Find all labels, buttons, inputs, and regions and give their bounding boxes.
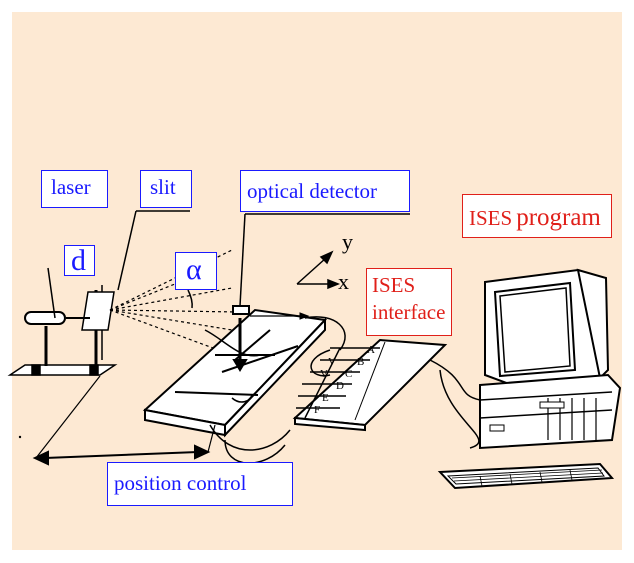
position-table [142,305,328,438]
optical-detector-label: optical detector [240,170,410,212]
ises-program-label-line1: ISES [469,206,513,230]
axis-y-label: y [342,229,353,254]
port-f: F [314,404,321,416]
port-mark-2: V [320,368,328,380]
port-d: D [336,380,344,392]
port-mark-1: V [328,356,336,368]
detector-leader [239,213,410,307]
laser-label: laser [41,170,108,208]
ises-interface-label-line2: interface [372,300,446,324]
distance-arrow [32,375,216,466]
slit-label: slit [140,170,192,208]
alpha-label: α [175,252,217,290]
port-a: A [367,344,375,356]
interface-box [292,338,448,432]
port-e: E [322,392,329,404]
port-c: C [345,368,353,380]
small-dot [18,435,22,439]
axes-arrows [296,250,341,290]
d-label: d [64,245,95,276]
ises-interface-label-line1: ISES [372,273,416,297]
port-b: B [357,356,365,368]
ises-program-label: ISES program [462,194,612,238]
ises-program-label-line2: program [516,204,601,231]
position-control-label: position control [107,462,293,506]
computer [437,268,622,490]
beam-lines [66,249,239,356]
alpha-arc [187,289,193,309]
laser-stand [7,267,118,376]
slit-stand [81,210,190,376]
axis-x-label: x [338,269,349,294]
cables [204,316,481,464]
ises-interface-label: ISES interface [366,268,452,336]
